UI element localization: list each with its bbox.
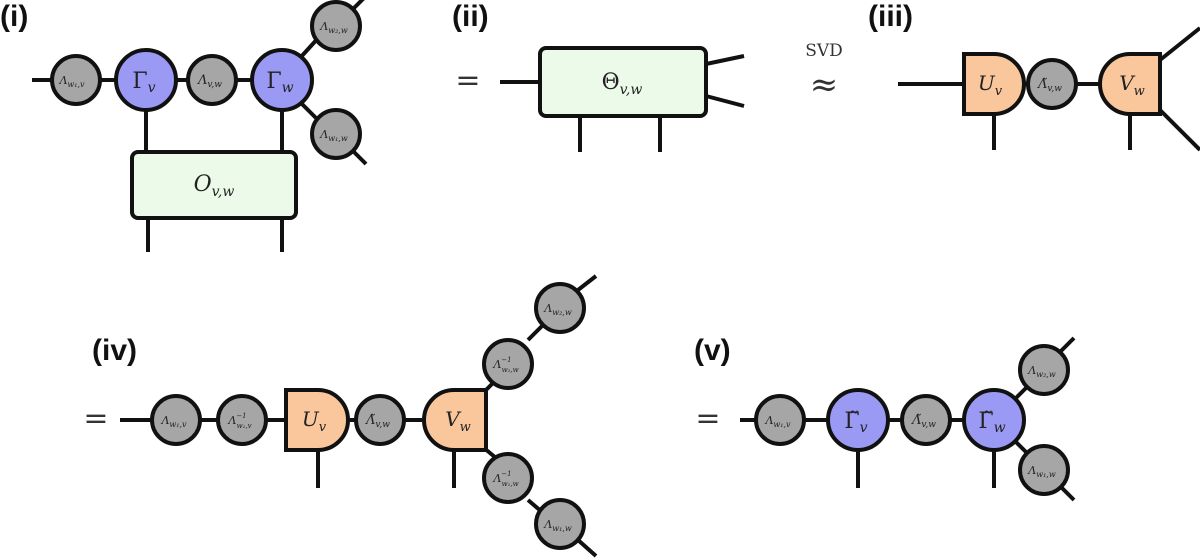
u-label-iv: Uv: [302, 407, 327, 435]
v-label: Vw: [1119, 71, 1145, 99]
lambda-inv-w1v-node: [216, 394, 268, 446]
lambda-w1v-label-v: Λw₁,v: [764, 414, 791, 429]
lambda-w1w-node: [310, 108, 362, 160]
lambda-tilde-vw-node-v: [900, 394, 952, 446]
equals-sign-ii: =: [455, 63, 480, 98]
svd-approx: SVD ≈: [805, 41, 843, 105]
panel-iii: (iii) Uv Λ̃v,w Vw: [868, 0, 1200, 152]
panel-label-ii: (ii): [452, 0, 489, 33]
panel-label-iv: (iv): [92, 334, 137, 367]
lambda-vw-label: Λv,w: [197, 73, 222, 90]
gamma-v-node: [114, 48, 178, 112]
operator-label: Ov,w: [194, 172, 235, 200]
lambda-w1w-label-v: Λw₁,w: [1027, 464, 1056, 479]
lambda-w1v-node: [50, 54, 102, 106]
lambda-w1w-label-iv: Λw₁,w: [543, 518, 572, 533]
lambda-tilde-vw-node-iv: [354, 394, 406, 446]
lambda-w1v-node-iv: [150, 394, 202, 446]
approx-sign: ≈: [810, 65, 839, 105]
v-label-iv: Vw: [445, 407, 471, 435]
lambda-w2w-label: Λw₂,w: [319, 20, 348, 35]
lambda-tilde-vw-label-iv: Λ̃v,w: [365, 413, 390, 430]
u-tensor-iv: [284, 388, 350, 452]
equals-sign-v: =: [695, 401, 720, 436]
u-label: Uv: [978, 71, 1003, 99]
lambda-w1w-node-iv: [534, 498, 586, 550]
lambda-w2w-label-iv: Λw₂,w: [543, 302, 572, 317]
panel-v: (v) = Λw₁,v Γ̃v Λ̃v,w Γ̃w Λw₂,w Λw₁,w: [694, 334, 1076, 502]
equals-sign-iv: =: [83, 401, 108, 436]
lambda-inv-w2w-node: [482, 338, 534, 390]
lambda-tilde-vw-node: [1026, 58, 1078, 110]
lambda-w1w-label: Λw₁,w: [319, 128, 348, 143]
lambda-vw-node: [186, 54, 238, 106]
panel-label-iii: (iii): [868, 0, 913, 33]
gamma-v-label: Γv: [132, 69, 155, 96]
gamma-tilde-w-node: [962, 388, 1026, 452]
u-tensor: [962, 52, 1026, 116]
panel-ii: (ii) = Θv,w: [452, 0, 745, 152]
theta-label: Θv,w: [602, 70, 643, 98]
panel-label-i: (i): [0, 0, 28, 33]
lambda-tilde-vw-label: Λ̃v,w: [1037, 77, 1062, 94]
gamma-w-label: Γw: [266, 69, 293, 96]
lambda-tilde-vw-label-v: Λ̃v,w: [911, 413, 936, 430]
panel-i: (i) Λw₁,v Γv Λv,w Γw Λw₂,w Λw₁,w Ov,w: [0, 0, 368, 252]
lambda-w1v-node-v: [754, 394, 806, 446]
lambda-w1w-node-v: [1018, 444, 1070, 496]
lambda-w2w-node-iv: [534, 282, 586, 334]
lambda-w1v-label-iv: Λw₁,v: [160, 414, 187, 429]
lambda-w2w-node: [310, 0, 362, 52]
svd-label: SVD: [805, 41, 843, 61]
v-tensor: [1098, 52, 1162, 116]
lambda-w2w-node-v: [1018, 344, 1070, 396]
lambda-w1v-label: Λw₁,v: [58, 74, 85, 89]
gamma-tilde-v-label: Γ̃v: [844, 409, 867, 436]
operator-box: [130, 150, 298, 220]
lambda-w2w-label-v: Λw₂,w: [1027, 364, 1056, 379]
gamma-w-node: [250, 48, 314, 112]
gamma-tilde-v-node: [826, 388, 890, 452]
lambda-inv-w1w-node: [482, 452, 534, 504]
panel-label-v: (v): [694, 334, 731, 367]
gamma-tilde-w-label: Γ̃w: [978, 409, 1005, 436]
theta-box: [538, 46, 708, 118]
v-tensor-iv: [422, 388, 488, 452]
